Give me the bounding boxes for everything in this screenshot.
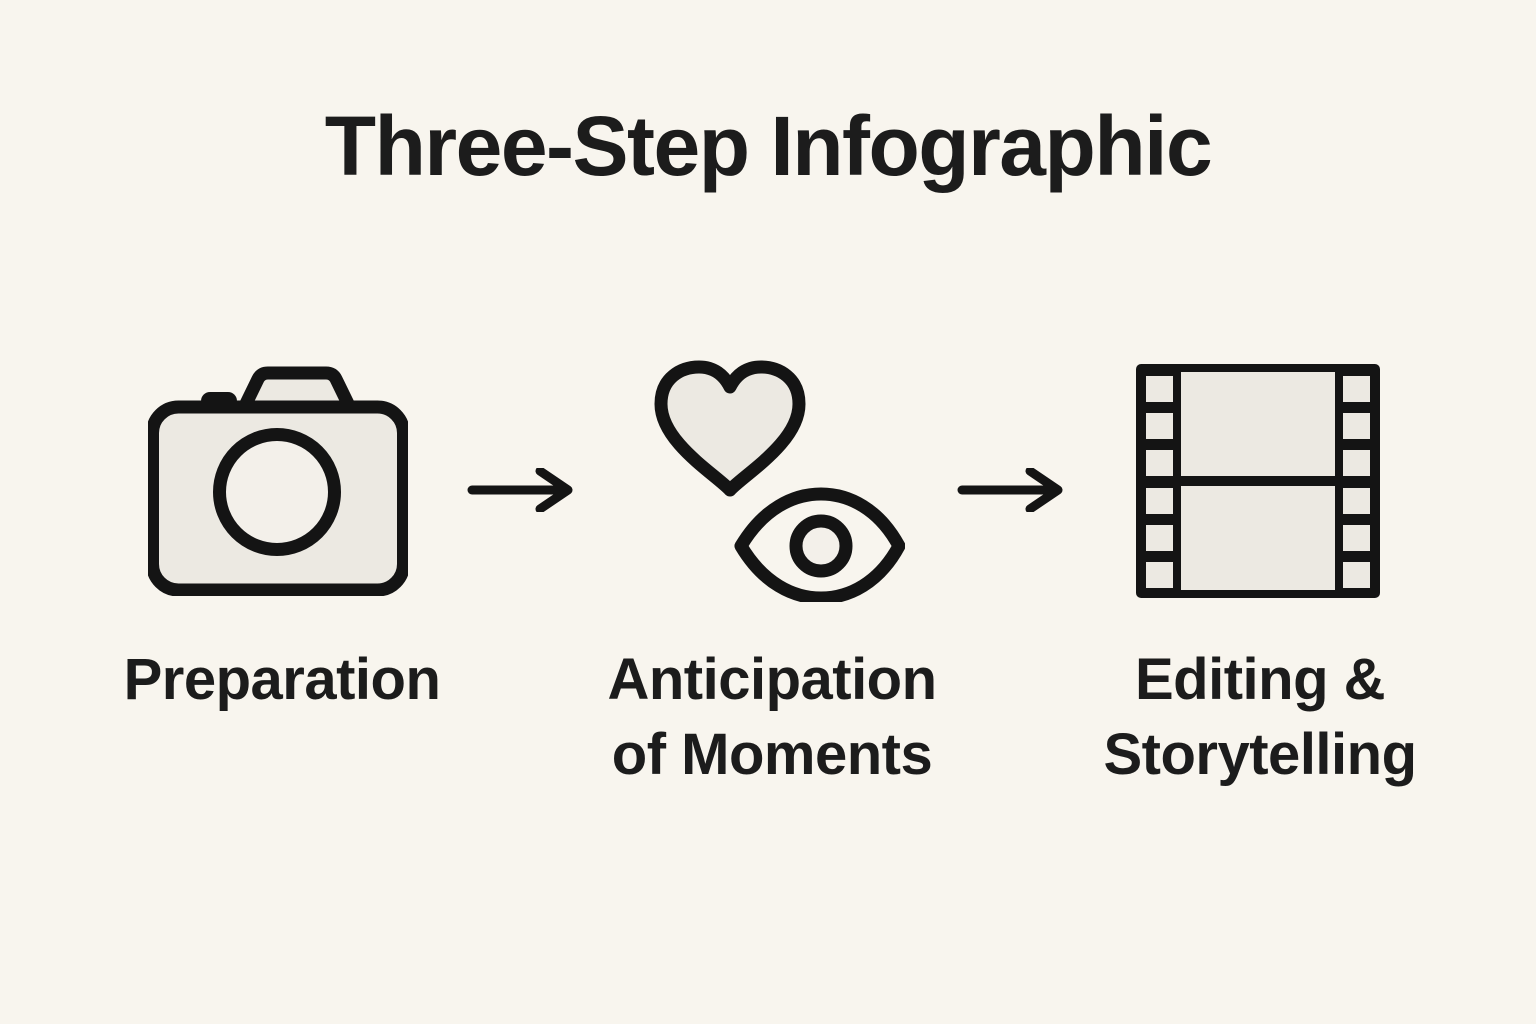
step-label-line: of Moments xyxy=(611,722,933,787)
step-label-line: Preparation xyxy=(123,647,441,712)
step-label-anticipation-of-moments: Anticipation of Moments xyxy=(568,642,976,792)
step-label-editing-storytelling: Editing & Storytelling xyxy=(1056,642,1464,792)
step-label-line: Anticipation xyxy=(607,647,937,712)
heart-eye-icon xyxy=(653,360,905,602)
film-strip-icon xyxy=(1136,364,1380,598)
camera-icon xyxy=(148,366,408,596)
arrow-right-icon xyxy=(466,468,578,512)
step-label-line: Storytelling xyxy=(1103,722,1417,787)
page-title: Three-Step Infographic xyxy=(324,99,1213,193)
step-label-preparation: Preparation xyxy=(82,642,482,717)
step-label-line: Editing & xyxy=(1134,647,1386,712)
arrow-right-icon xyxy=(956,468,1068,512)
